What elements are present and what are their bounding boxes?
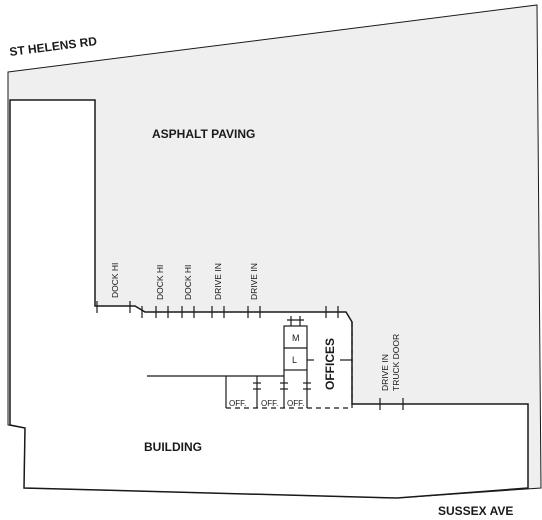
street-label-north: ST HELENS RD <box>9 34 98 59</box>
office-label-3: OFF. <box>287 399 304 408</box>
dock-hi-label-2: DOCK HI <box>155 265 165 300</box>
office-label-2: OFF. <box>261 399 278 408</box>
drive-in-label-2: DRIVE IN <box>249 263 259 300</box>
street-label-south: SUSSEX AVE <box>438 504 513 518</box>
offices-label: OFFICES <box>323 338 337 390</box>
building-label: BUILDING <box>144 440 202 454</box>
asphalt-paving-label: ASPHALT PAVING <box>152 127 255 141</box>
drive-in-truck-label-2: TRUCK DOOR <box>391 334 401 391</box>
door-ticks <box>96 301 404 410</box>
office-label-1: OFF. <box>229 399 246 408</box>
interior-door-ticks <box>253 316 311 390</box>
drive-in-truck-label-1: DRIVE IN <box>380 354 390 391</box>
drive-in-label-1: DRIVE IN <box>213 263 223 300</box>
dock-hi-label-3: DOCK HI <box>183 265 193 300</box>
room-label-l: L <box>292 355 297 365</box>
room-label-m: M <box>292 333 300 343</box>
dock-hi-label-1: DOCK HI <box>110 263 120 298</box>
office-dashed-lines <box>226 322 353 409</box>
